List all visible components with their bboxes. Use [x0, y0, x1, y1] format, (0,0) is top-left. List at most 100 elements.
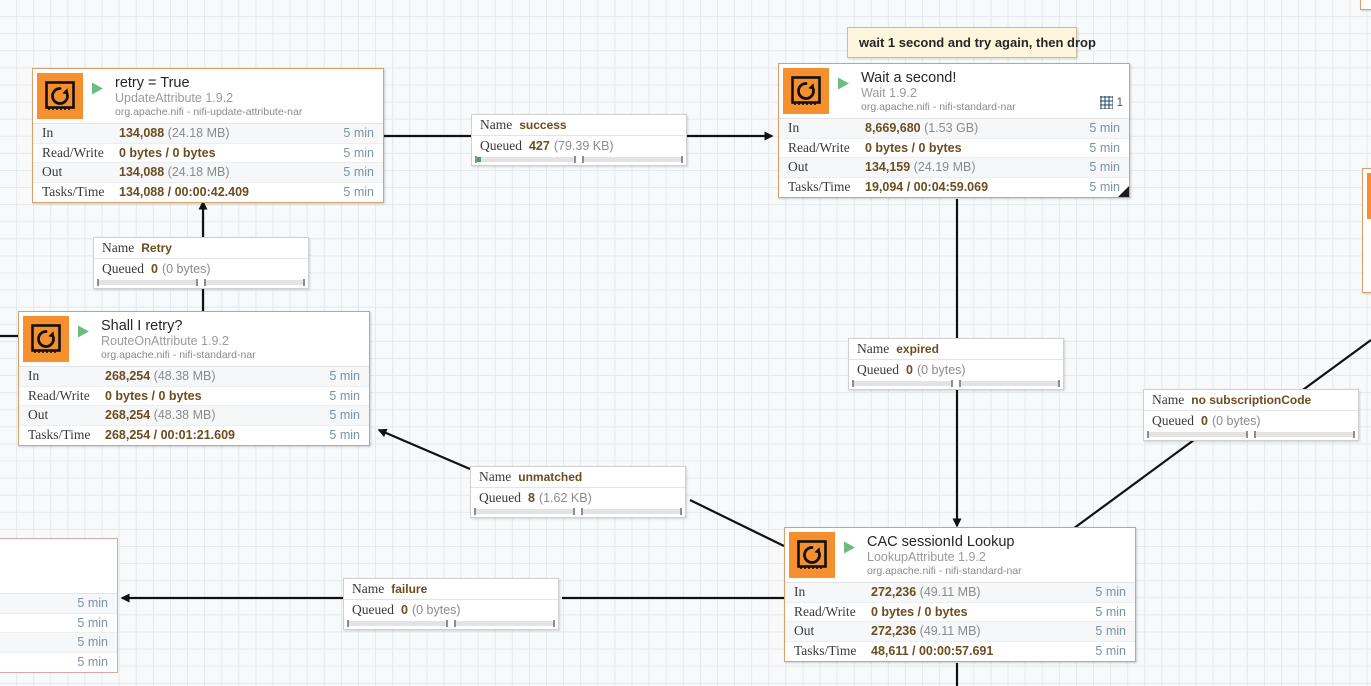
- queued-size: (0 bytes): [411, 603, 461, 617]
- stat-time: 5 min: [77, 596, 108, 611]
- queued-count: 8: [527, 491, 535, 505]
- stat-row: In 272,236 (49.11 MB) 5 min: [785, 583, 1135, 603]
- name-key: Name: [102, 240, 135, 255]
- stat-time: 5 min: [329, 408, 360, 423]
- queue-bars: [1144, 431, 1358, 440]
- processor-stats: In 134,088 (24.18 MB) 5 min Read/Write 0…: [33, 123, 383, 201]
- bar-cap-left: [347, 620, 349, 627]
- processor-header: CAC sessionId Lookup LookupAttribute 1.9…: [785, 528, 1135, 582]
- stat-row: Out 134,088 (24.18 MB) 5 min: [33, 163, 383, 183]
- stat-value: 134,088 / 00:00:42.409: [119, 184, 249, 199]
- stat-label: Out: [794, 623, 815, 639]
- sticky-note-label[interactable]: wait 1 second and try again, then drop: [847, 27, 1096, 58]
- processor-header-clipped: [1363, 169, 1371, 223]
- name-value: no subscriptionCode: [1191, 393, 1312, 407]
- connection-queued-row: Queued 0 (0 bytes): [344, 600, 558, 620]
- connection-queued-row: Queued 0 (0 bytes): [94, 259, 308, 279]
- stat-row: Out 272,236 (49.11 MB) 5 min: [785, 622, 1135, 642]
- stat-label: In: [794, 584, 806, 600]
- processor-icon: [37, 73, 83, 119]
- connection-no-subscriptioncode[interactable]: Name no subscriptionCode Queued 0 (0 byt…: [1143, 389, 1359, 441]
- run-status-play-icon: [836, 76, 856, 96]
- bar-cap-right: [1246, 431, 1248, 438]
- processor-stats: In 272,236 (49.11 MB) 5 min Read/Write 0…: [785, 582, 1135, 660]
- stat-value: 0 bytes / 0 bytes: [865, 140, 962, 155]
- stat-row: Tasks/Time 48,611 / 00:00:57.691 5 min: [785, 642, 1135, 661]
- processor-icon: [23, 316, 69, 362]
- stat-row: 5 min: [0, 633, 117, 653]
- edge-cac-to-unmatched: [689, 499, 785, 547]
- queue-count-bar: [474, 508, 575, 515]
- processor-type: RouteOnAttribute 1.9.2: [101, 334, 229, 348]
- processor-shall-i-retry[interactable]: Shall I retry? RouteOnAttribute 1.9.2 or…: [18, 311, 370, 446]
- connection-queued-row: Queued 0 (0 bytes): [1144, 411, 1358, 431]
- connection-failure[interactable]: Name failure Queued 0 (0 bytes): [343, 578, 559, 630]
- bar-cap-left: [454, 620, 456, 627]
- processor-retry-true[interactable]: retry = True UpdateAttribute 1.9.2 org.a…: [32, 68, 384, 203]
- connection-queued-row: Queued 8 (1.62 KB): [471, 488, 685, 508]
- queue-size-bar: [454, 620, 555, 627]
- bar-cap-right: [573, 508, 575, 515]
- processor-titles: retry = True UpdateAttribute 1.9.2 org.a…: [110, 69, 383, 119]
- stat-value: 0 bytes / 0 bytes: [105, 388, 202, 403]
- stat-value: 19,094 / 00:04:59.069: [865, 179, 989, 194]
- queue-bars: [471, 508, 685, 517]
- queued-key: Queued: [1152, 413, 1194, 428]
- edge-unmatched-to-shallretry: [377, 428, 471, 471]
- processor-cac-sessionid-lookup[interactable]: CAC sessionId Lookup LookupAttribute 1.9…: [784, 527, 1136, 662]
- run-status-play-icon: [76, 324, 96, 344]
- processor-header: Shall I retry? RouteOnAttribute 1.9.2 or…: [19, 312, 369, 366]
- processor-clipped-left[interactable]: 5 min 5 min 5 min 5 min: [0, 538, 118, 673]
- queue-count-bar: [97, 279, 198, 286]
- stat-label: Out: [42, 164, 63, 180]
- stat-label: Out: [788, 159, 809, 175]
- processor-clipped-topright[interactable]: [1360, 0, 1371, 10]
- connection-retry[interactable]: Name Retry Queued 0 (0 bytes): [93, 237, 309, 289]
- processor-name: Shall I retry?: [101, 318, 183, 334]
- stat-time: 5 min: [1089, 179, 1120, 194]
- stat-time: 5 min: [329, 388, 360, 403]
- processor-type: Wait 1.9.2: [861, 86, 917, 100]
- processor-stats: In 8,669,680 (1.53 GB) 5 min Read/Write …: [779, 118, 1129, 196]
- processor-type: LookupAttribute 1.9.2: [867, 550, 986, 564]
- processor-name: retry = True: [115, 75, 190, 91]
- connection-success[interactable]: Name success Queued 427 (79.39 KB): [471, 114, 687, 166]
- bar-cap-left: [204, 279, 206, 286]
- name-key: Name: [480, 117, 513, 132]
- stat-time: 5 min: [77, 615, 108, 630]
- stat-label: Read/Write: [788, 139, 850, 155]
- stat-value: 134,159 (24.19 MB): [865, 160, 976, 175]
- stat-label: Read/Write: [28, 387, 90, 403]
- connection-unmatched[interactable]: Name unmatched Queued 8 (1.62 KB): [470, 466, 686, 518]
- edge-right-to-nosubscription: [1299, 339, 1371, 393]
- queue-count-bar: [852, 380, 953, 387]
- stat-label: Read/Write: [42, 144, 104, 160]
- processor-stats: In 268,254 (48.38 MB) 5 min Read/Write 0…: [19, 366, 369, 444]
- stat-time: 5 min: [343, 126, 374, 141]
- stat-row: In 268,254 (48.38 MB) 5 min: [19, 367, 369, 387]
- processor-titles: Shall I retry? RouteOnAttribute 1.9.2 or…: [96, 312, 369, 362]
- stat-time: 5 min: [329, 369, 360, 384]
- name-value: unmatched: [518, 470, 583, 484]
- stat-time: 5 min: [329, 427, 360, 442]
- bar-cap-right: [574, 156, 576, 163]
- processor-icon: [783, 68, 829, 114]
- connection-expired[interactable]: Name expired Queued 0 (0 bytes): [848, 338, 1064, 390]
- name-key: Name: [352, 581, 385, 596]
- queue-size-bar: [959, 380, 1060, 387]
- stat-time: 5 min: [77, 635, 108, 650]
- queue-size-bar: [582, 156, 683, 163]
- stat-value: 268,254 / 00:01:21.609: [105, 427, 235, 442]
- queued-key: Queued: [480, 138, 522, 153]
- processor-clipped-right[interactable]: [1362, 168, 1371, 293]
- queued-count: 0: [1200, 414, 1208, 428]
- queued-key: Queued: [352, 602, 394, 617]
- active-thread-value: 1: [1116, 96, 1123, 109]
- processor-wait-a-second[interactable]: Wait a second! Wait 1.9.2 org.apache.nif…: [778, 63, 1130, 198]
- bar-cap-left: [582, 156, 584, 163]
- stat-row: Read/Write 0 bytes / 0 bytes 5 min: [785, 603, 1135, 622]
- bar-cap-left: [97, 279, 99, 286]
- bar-cap-right: [680, 508, 682, 515]
- stat-label: Tasks/Time: [42, 183, 105, 199]
